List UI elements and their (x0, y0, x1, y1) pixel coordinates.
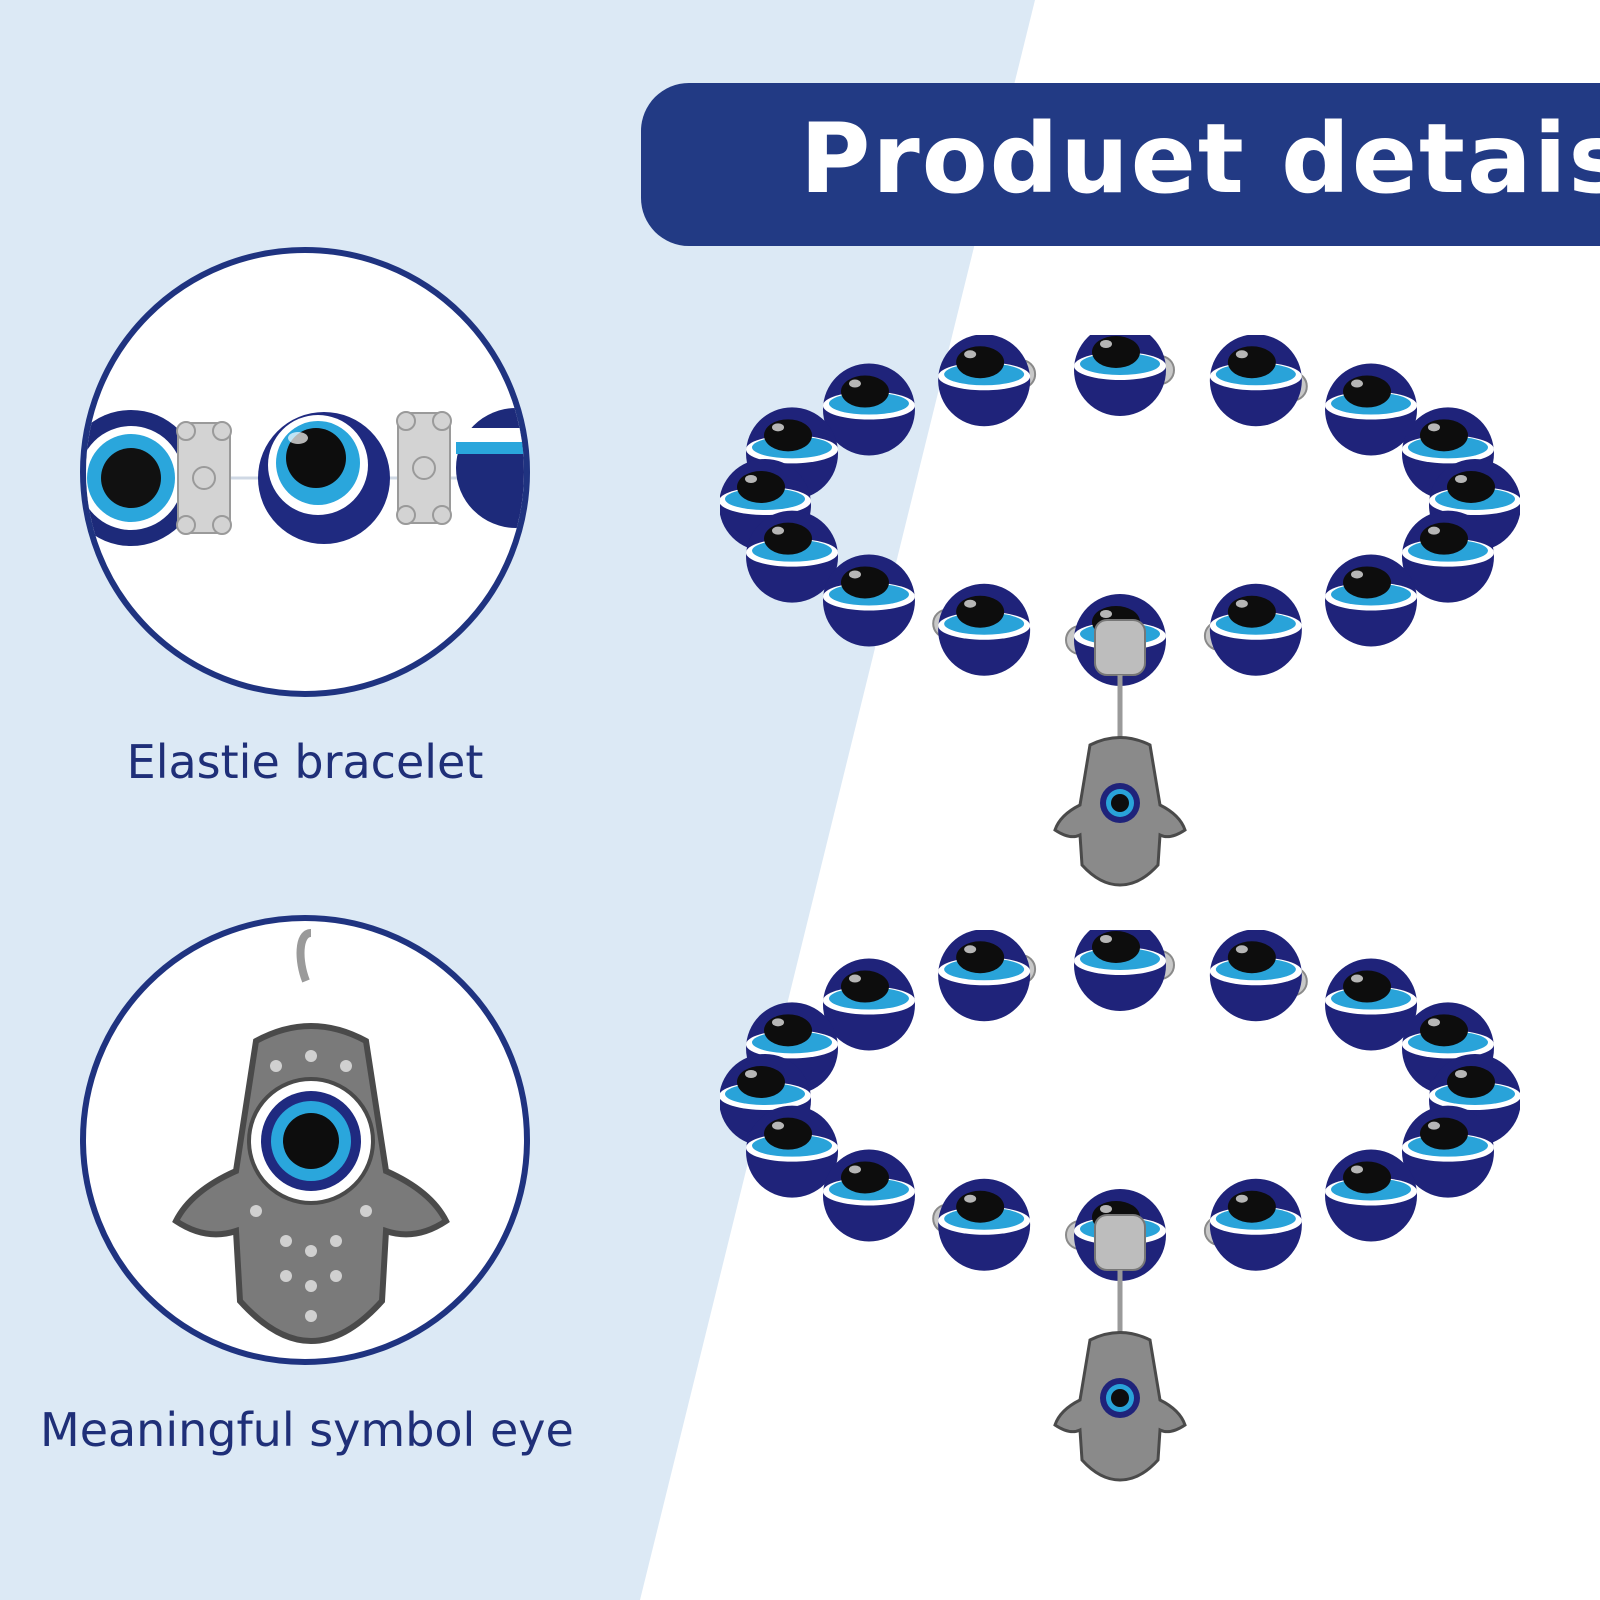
caption-symbol-eye: Meaningful symbol eye (40, 1403, 574, 1457)
detail-circle-charm (80, 915, 530, 1365)
bead (1325, 363, 1418, 456)
bead (1203, 583, 1302, 676)
bead (746, 1002, 839, 1095)
bead (938, 335, 1037, 427)
bead (1074, 930, 1175, 1011)
caption-bracelet: Elastie bracelet (126, 735, 484, 789)
bead-center (258, 412, 390, 544)
detail-circle-bracelet (80, 247, 530, 697)
bead (822, 1149, 915, 1242)
page-title: Produet detais (800, 103, 1600, 215)
bead (1401, 1105, 1494, 1198)
hamsa-charm (1053, 619, 1187, 887)
bead (1325, 554, 1418, 647)
bead-right (456, 408, 524, 528)
evil-eye-bracelet-icon (720, 335, 1520, 887)
hamsa-charm-closeup-icon (172, 929, 450, 1345)
hamsa-charm (1053, 1214, 1187, 1482)
bead (938, 930, 1037, 1022)
bead-strand-closeup-icon (86, 408, 524, 546)
bead (1209, 335, 1308, 427)
bead (822, 363, 915, 456)
bead (746, 1105, 839, 1198)
bead (746, 510, 839, 603)
spacer-right (396, 411, 452, 525)
header-banner (641, 83, 1600, 246)
bead (1401, 510, 1494, 603)
bead (822, 958, 915, 1051)
evil-eye-bracelet-icon (720, 930, 1520, 1482)
bead (1325, 958, 1418, 1051)
bead (822, 554, 915, 647)
spacer-left (176, 421, 232, 535)
bead (1074, 335, 1175, 416)
bead (1203, 1178, 1302, 1271)
bead (932, 1178, 1031, 1271)
bead (720, 1054, 811, 1146)
bead-left (86, 410, 199, 546)
bead (1325, 1149, 1418, 1242)
bead (932, 583, 1031, 676)
bead (1209, 930, 1308, 1022)
